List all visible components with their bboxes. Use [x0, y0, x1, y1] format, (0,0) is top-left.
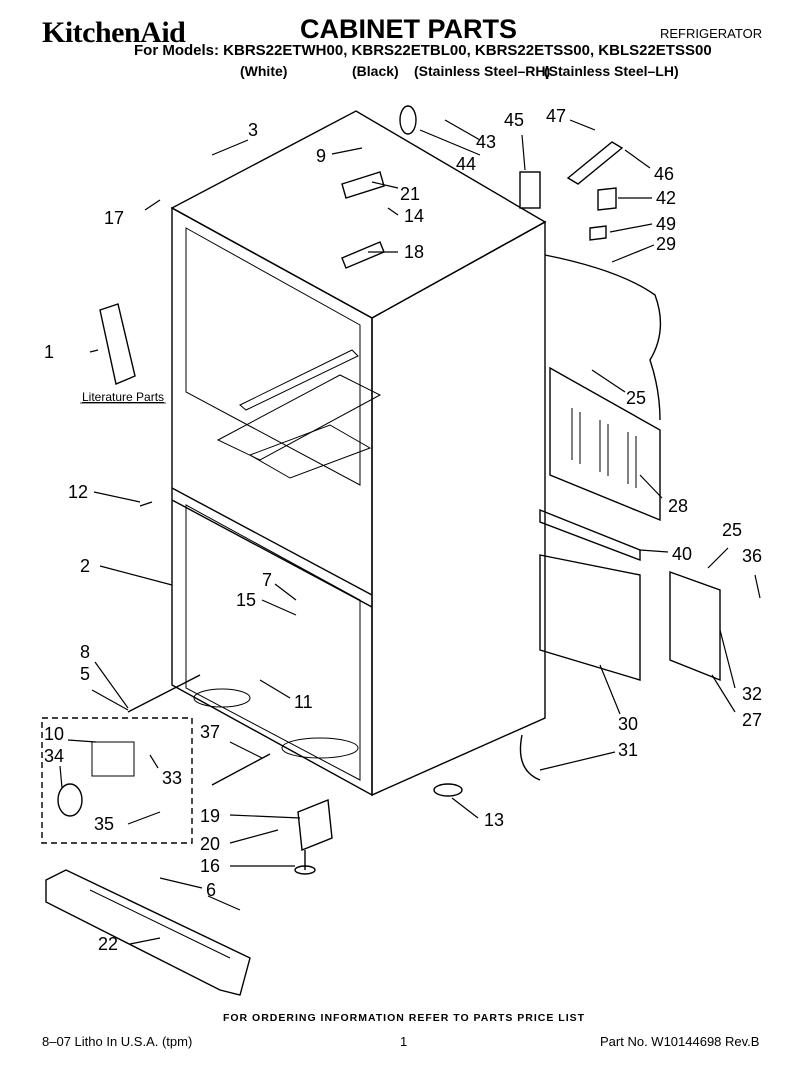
callout-5: 5	[80, 664, 91, 684]
brand-logo: KitchenAid	[42, 16, 186, 49]
callout-25-upper: 25	[626, 388, 647, 408]
page-title: CABINET PARTS	[300, 14, 518, 44]
literature-parts-label: Literature Parts	[82, 390, 165, 404]
callout-34: 34	[44, 746, 65, 766]
callout-11: 11	[294, 692, 313, 712]
foot-pad	[433, 783, 463, 797]
gasket-strip	[539, 508, 641, 562]
callout-8: 8	[80, 642, 91, 662]
variant-black: (Black)	[352, 63, 399, 79]
lower-hinge	[297, 799, 333, 851]
litho-note: 8–07 Litho In U.S.A. (tpm)	[42, 1034, 193, 1049]
callout-36: 36	[742, 546, 763, 566]
callout-14: 14	[404, 206, 425, 226]
model-list: For Models: KBRS22ETWH00, KBRS22ETBL00, …	[134, 42, 712, 59]
callout-19: 19	[200, 806, 221, 826]
callout-3: 3	[248, 120, 259, 140]
callout-15: 15	[236, 590, 257, 610]
rod-37	[211, 753, 271, 786]
part-number: Part No. W10144698 Rev.B	[600, 1034, 760, 1049]
callout-32: 32	[742, 684, 763, 704]
callout-40: 40	[672, 544, 693, 564]
callout-27: 27	[742, 710, 763, 730]
callout-44: 44	[456, 154, 477, 174]
side-trim	[519, 171, 541, 209]
callout-49: 49	[656, 214, 677, 234]
literature-booklet	[99, 303, 136, 385]
callout-7: 7	[262, 570, 273, 590]
mounting-plate	[669, 571, 721, 682]
page-number: 1	[400, 1034, 408, 1049]
callout-29: 29	[656, 234, 677, 254]
callout-28: 28	[668, 496, 689, 516]
callout-30: 30	[618, 714, 639, 734]
insulation-panel	[539, 554, 641, 681]
cabinet-body	[170, 110, 547, 797]
power-cord	[544, 254, 662, 421]
callout-42: 42	[656, 188, 677, 208]
clip-42	[597, 187, 617, 211]
callout-18: 18	[404, 242, 425, 262]
callout-22: 22	[98, 934, 119, 954]
top-hinge-cover	[341, 171, 385, 199]
callout-13: 13	[484, 810, 505, 830]
callout-2: 2	[80, 556, 91, 576]
appliance-category: REFRIGERATOR	[660, 26, 763, 41]
rear-access-panel	[549, 366, 661, 522]
tube-assembly	[566, 141, 624, 185]
callout-25-lower: 25	[722, 520, 743, 540]
variant-white: (White)	[240, 63, 288, 79]
callout-10: 10	[44, 724, 65, 744]
variant-ss-lh: (Stainless Steel–LH)	[544, 63, 679, 79]
hinge-bushing	[399, 105, 417, 135]
clip-49	[589, 225, 607, 241]
hinge-bracket	[341, 241, 385, 269]
callout-17: 17	[104, 208, 125, 228]
callout-46: 46	[654, 164, 675, 184]
callout-35: 35	[94, 814, 115, 834]
callout-43: 43	[476, 132, 497, 152]
callout-6: 6	[206, 880, 217, 900]
callout-21: 21	[400, 184, 421, 204]
variant-ss-rh: (Stainless Steel–RH)	[414, 63, 551, 79]
detail-box	[41, 717, 193, 844]
drain-tube	[519, 734, 541, 781]
callout-9: 9	[316, 146, 327, 166]
base-grille	[45, 869, 251, 996]
callout-45: 45	[504, 110, 525, 130]
callout-1: 1	[44, 342, 55, 362]
callout-37: 37	[200, 722, 221, 742]
screw-12	[139, 501, 153, 507]
screw-8	[127, 674, 201, 713]
roller-bracket	[91, 741, 135, 777]
callout-47: 47	[546, 106, 567, 126]
callout-16: 16	[200, 856, 221, 876]
roller	[57, 783, 83, 817]
callout-20: 20	[200, 834, 221, 854]
ordering-note: FOR ORDERING INFORMATION REFER TO PARTS …	[222, 1012, 586, 1024]
callout-31: 31	[618, 740, 639, 760]
callout-33: 33	[162, 768, 183, 788]
callout-12: 12	[68, 482, 89, 502]
leveling-foot	[294, 865, 316, 875]
